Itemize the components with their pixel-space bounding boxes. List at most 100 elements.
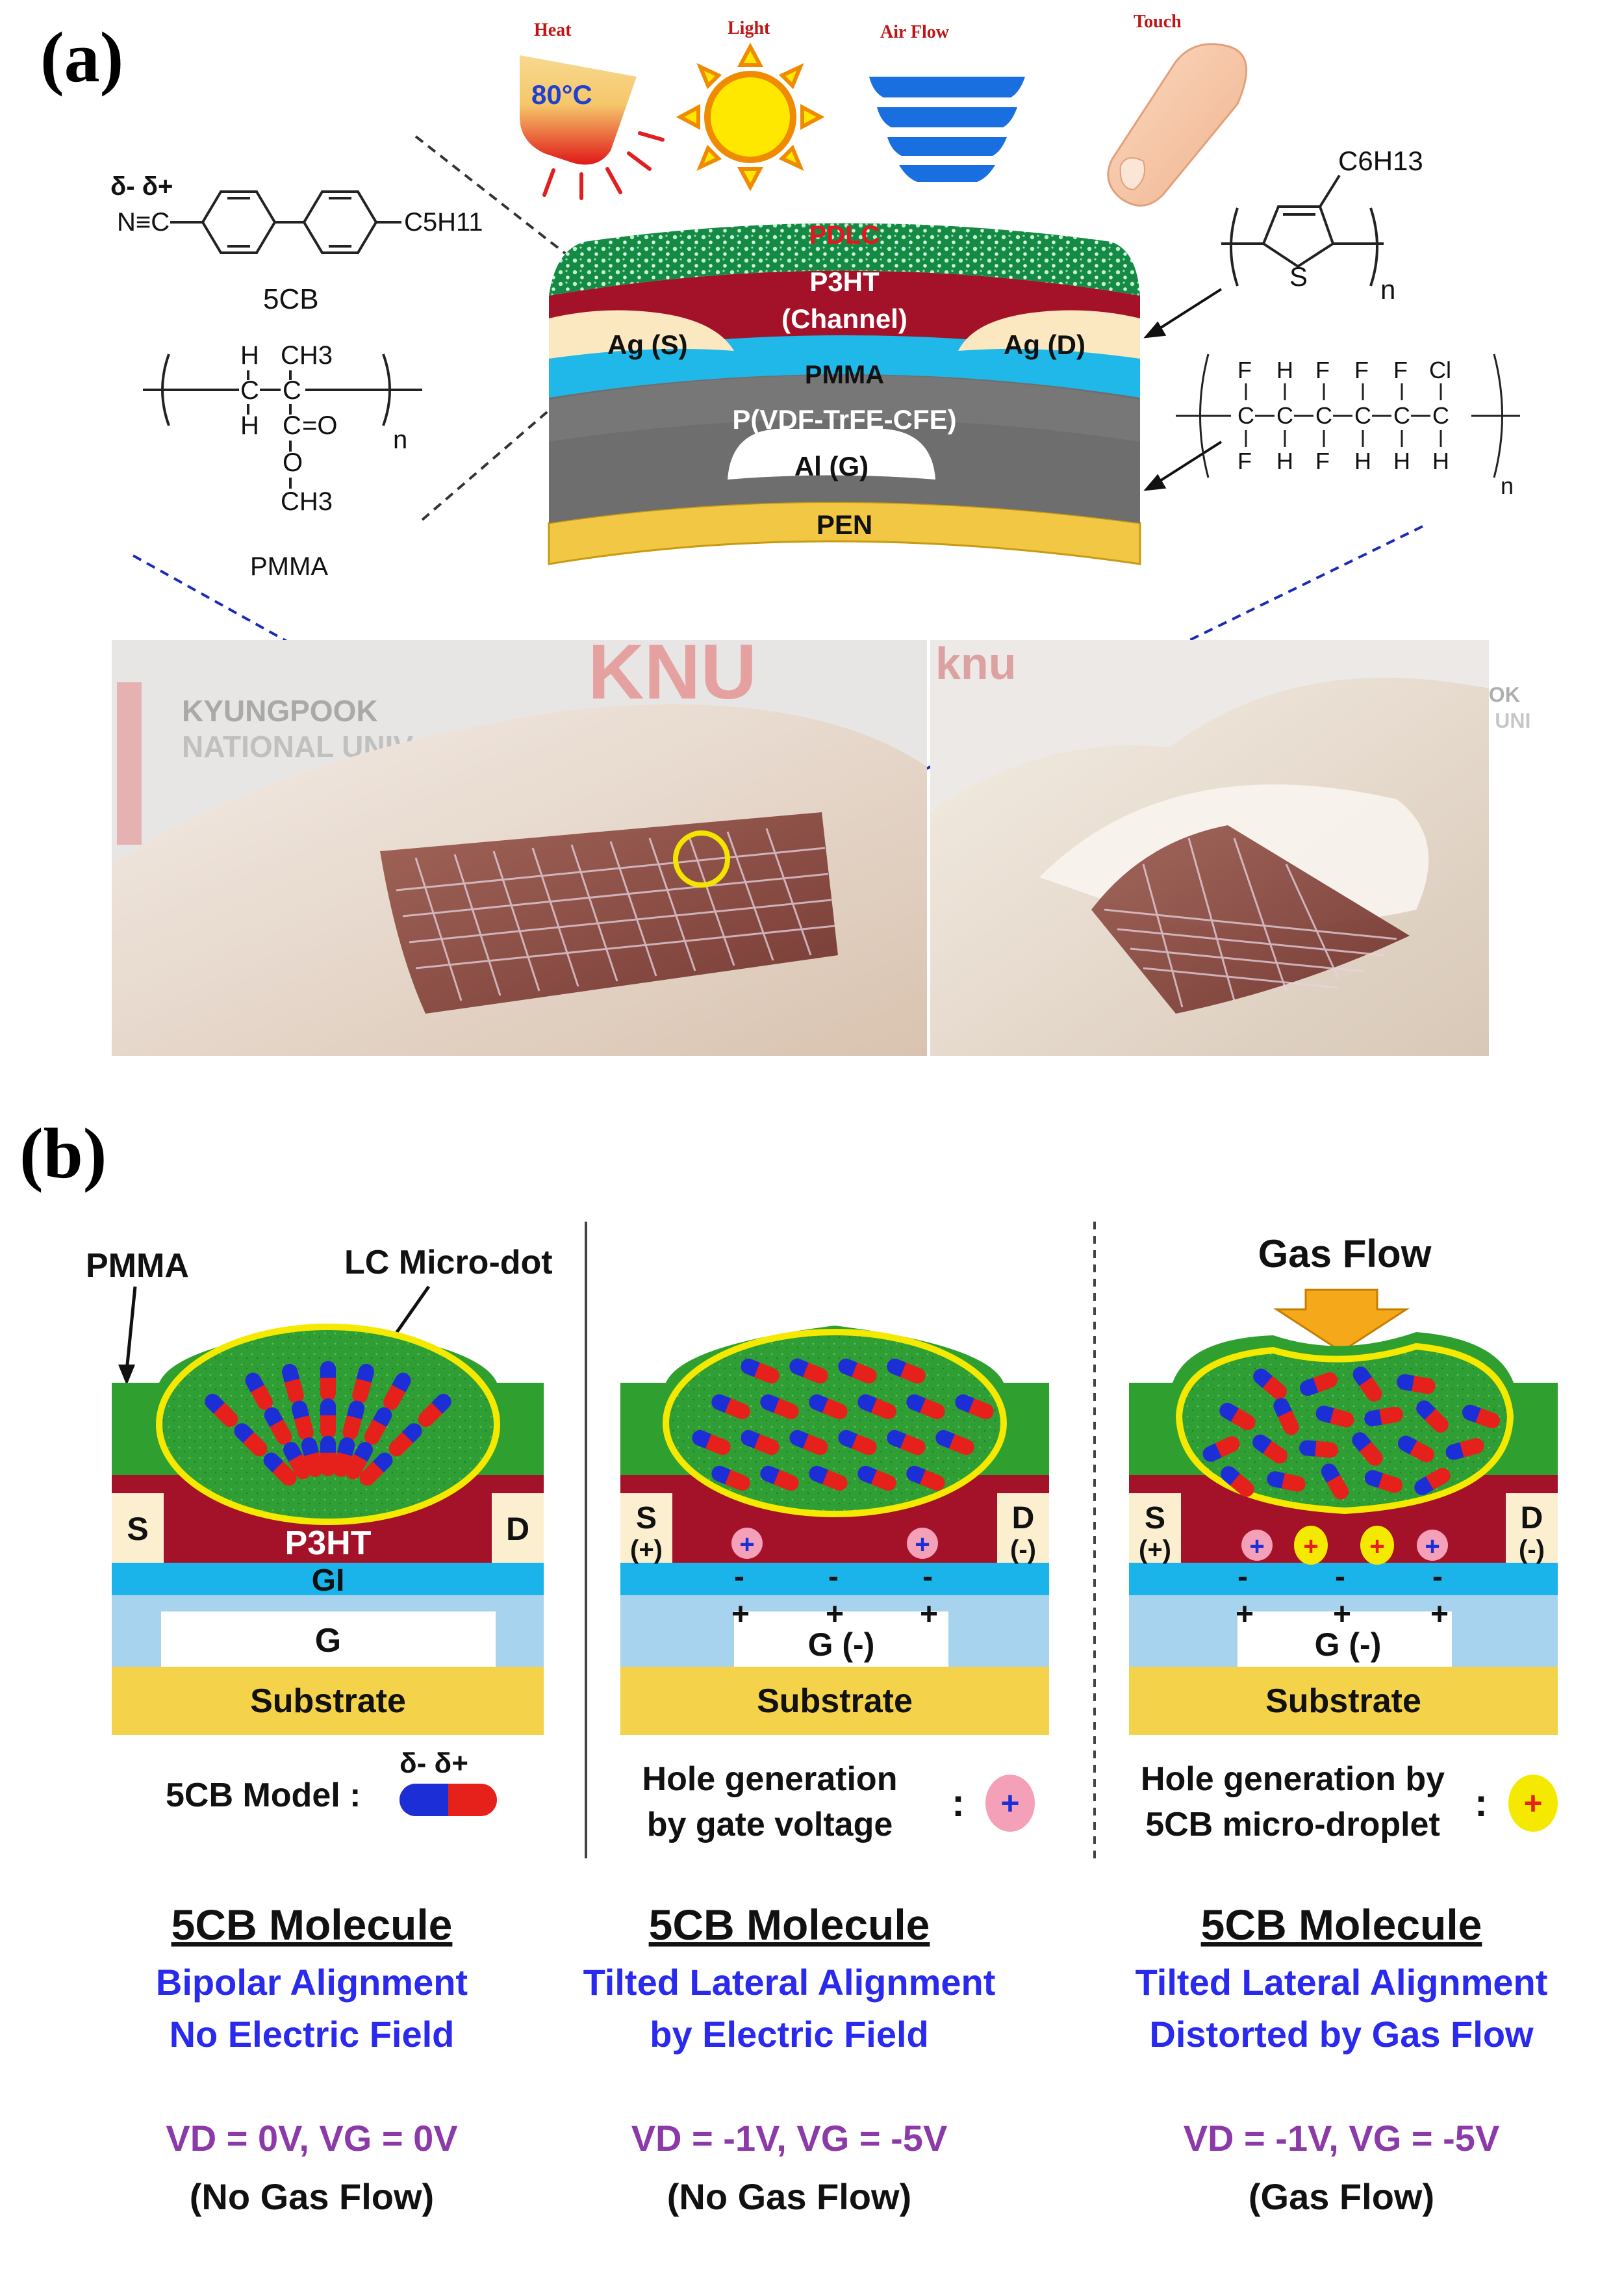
g-plus-3b: + (1333, 1597, 1351, 1632)
pvdf-bot-3: F (1315, 448, 1330, 474)
lc-molecule (301, 1437, 324, 1477)
hole-drop-caption-2: 5CB micro-droplet (1145, 1806, 1440, 1843)
caption-title-1: 5CB Molecule (171, 1901, 453, 1949)
hole-drop-caption-1: Hole generation by (1141, 1760, 1445, 1798)
p3ht-channel-label: (Channel) (781, 303, 907, 334)
gate-neg-label-2: G (-) (808, 1626, 875, 1663)
pvdf-c-6: C (1432, 402, 1449, 429)
substrate-label-3: Substrate (1265, 1682, 1421, 1720)
lc-molecule (857, 1465, 896, 1491)
caption-volts-2: VD = -1V, VG = -5V (631, 2118, 948, 2159)
caption-line1-1: Bipolar Alignment (156, 1962, 468, 2003)
hole-drop-legend-icon (1508, 1775, 1558, 1832)
panel-b-label: (b) (19, 1114, 107, 1193)
pvdf-bot-6: H (1432, 448, 1449, 474)
hole-plus-3c: + (1369, 1532, 1384, 1561)
gate-electrode-label: Al (G) (794, 451, 869, 481)
pvdf-top-4: F (1354, 357, 1369, 383)
lc-molecule (320, 1435, 336, 1476)
pvdf-bot-2: H (1276, 448, 1293, 474)
lc-molecule (1273, 1398, 1299, 1435)
device-stack (548, 223, 1141, 565)
hole-drop-legend-plus: + (1523, 1785, 1542, 1821)
lc-molecules-tilted (692, 1358, 994, 1491)
lc-molecule (352, 1364, 374, 1404)
lc-molecule (838, 1430, 877, 1456)
hole-gate-legend-icon (985, 1775, 1035, 1832)
lc-molecule (1416, 1400, 1449, 1433)
p3ht-structure: C6H13 S n (1221, 146, 1423, 305)
pvdf-bot-4: H (1354, 448, 1371, 474)
fingernail (1119, 157, 1146, 191)
hole-markers-3 (1241, 1526, 1448, 1565)
drain-sign-2: (-) (1010, 1535, 1036, 1564)
lc-molecule (418, 1394, 451, 1427)
lc-molecule (789, 1430, 828, 1456)
lc-molecule (1267, 1471, 1306, 1492)
p3ht-layer-label: P3HT (809, 266, 880, 297)
heat-stimulus: Heat 80°C (520, 20, 665, 200)
lc-molecule (1202, 1436, 1240, 1462)
gate-electrode (728, 429, 935, 480)
pen-layer-label: PEN (817, 509, 872, 540)
pmma-callout: PMMA (86, 1247, 189, 1285)
lc-molecule (1321, 1463, 1349, 1500)
hole-plus-3a: + (1249, 1532, 1264, 1561)
caption-title-3: 5CB Molecule (1201, 1901, 1482, 1949)
5cb-charges: δ- δ+ (110, 172, 173, 201)
lc-molecule (1252, 1434, 1288, 1464)
lc-molecule (383, 1372, 411, 1410)
g-plus-2b: + (826, 1597, 844, 1632)
lc-molecule (205, 1394, 238, 1427)
hole-gate-caption-2: by gate voltage (647, 1806, 893, 1843)
caption-flow-2: (No Gas Flow) (667, 2176, 911, 2217)
gas-flow-label: Gas Flow (1258, 1232, 1432, 1276)
lc-molecule (263, 1452, 297, 1486)
lc-molecule (1315, 1405, 1354, 1428)
g-plus-3a: + (1236, 1597, 1254, 1632)
pvdf-c-4: C (1354, 402, 1371, 429)
pdlc-layer (549, 223, 1140, 296)
lc-molecule (359, 1452, 393, 1486)
device-electrode-grid-right (1104, 838, 1397, 1008)
lc-molecule (245, 1372, 273, 1410)
hole-plus-2b: + (915, 1530, 930, 1559)
lc-molecule (364, 1407, 392, 1445)
hole-gate-caption-1: Hole generation (642, 1760, 898, 1798)
pmma-c1: C (240, 376, 259, 405)
gi-minus-3b: - (1335, 1559, 1345, 1594)
pmma-ch3-bottom: CH3 (281, 487, 333, 516)
light-label: Light (728, 18, 770, 38)
pdlc-layer-label: PDLC (809, 221, 880, 250)
5cb-model-label: 5CB Model : (166, 1777, 361, 1814)
source-label: S (127, 1511, 148, 1547)
caption-column-3: 5CB Molecule Tilted Lateral Alignment Di… (1136, 1901, 1548, 2217)
gate-label: G (315, 1622, 341, 1660)
caption-flow-1: (No Gas Flow) (190, 2176, 434, 2217)
lc-molecule (1414, 1468, 1451, 1495)
g-plus-2c: + (920, 1597, 938, 1632)
heat-rays-icon (542, 131, 665, 200)
ag-drain-label: Ag (D) (1004, 329, 1085, 360)
lc-molecule (234, 1423, 268, 1457)
lc-molecule (887, 1430, 926, 1456)
pmma-h-top: H (240, 341, 259, 370)
pvdf-structure: F H F F F Cl C C C C C C F H F H H H n (1176, 353, 1520, 499)
substrate-label: Substrate (250, 1682, 406, 1720)
pvdf-top-5: F (1393, 357, 1408, 383)
substrate-label-2: Substrate (757, 1682, 913, 1720)
ag-source (549, 310, 734, 359)
lc-molecule (1300, 1372, 1338, 1396)
pmma-ch3-top: CH3 (281, 341, 333, 370)
lc-molecule (887, 1358, 926, 1384)
drain-label-3: D (1521, 1501, 1543, 1535)
dielectric-layer-label: P(VDF-TrFE-CFE) (732, 404, 956, 435)
ag-drain (958, 310, 1140, 359)
lc-microdot-callout: LC Micro-dot (344, 1244, 553, 1281)
air-flow-label: Air Flow (880, 22, 950, 42)
lc-molecule (1253, 1368, 1287, 1400)
source-label-3: S (1145, 1501, 1165, 1535)
lc-molecule (1397, 1374, 1436, 1394)
caption-line2-1: No Electric Field (170, 2014, 455, 2055)
lc-molecule (342, 1400, 365, 1441)
